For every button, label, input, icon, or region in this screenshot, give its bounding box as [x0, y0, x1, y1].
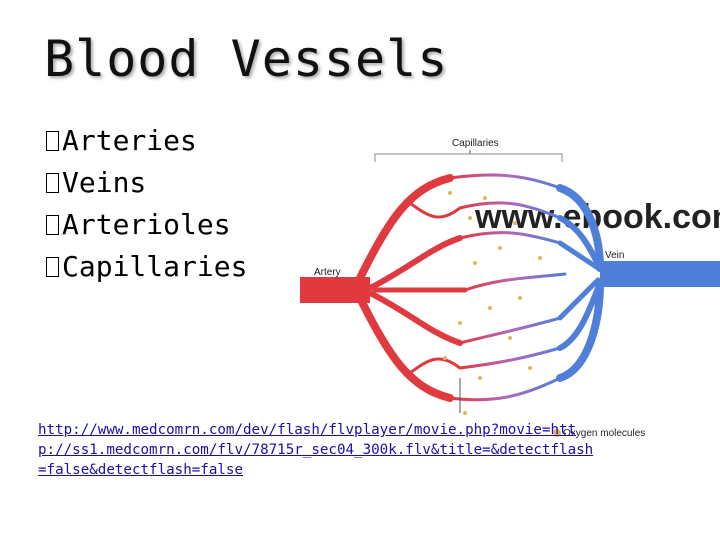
bullet-box-icon [46, 215, 59, 235]
bullet-item: Capillaries [46, 246, 247, 288]
artery-label: Artery [314, 267, 341, 278]
capillaries-label: Capillaries [452, 138, 499, 149]
bullet-label: Veins [62, 166, 147, 199]
bullet-item: Arteries [46, 120, 247, 162]
bullet-item: Arterioles [46, 204, 247, 246]
oxygen-legend-icon [553, 429, 561, 437]
bullet-box-icon [46, 131, 59, 151]
vein-label: Vein [605, 250, 624, 261]
bullet-box-icon [46, 257, 59, 277]
bullet-label: Capillaries [62, 250, 248, 283]
capillaries-bracket [374, 153, 563, 162]
bullet-label: Arteries [62, 124, 197, 157]
bullet-item: Veins [46, 162, 247, 204]
oxygen-label: Oxygen molecules [563, 428, 645, 438]
bullet-label: Arterioles [62, 208, 231, 241]
capillary-network [356, 173, 604, 402]
blood-vessel-diagram: www.ebook.com Capillaries [300, 138, 720, 438]
bullet-box-icon [46, 173, 59, 193]
slide-title: Blood Vessels [44, 30, 449, 88]
bullet-list: Arteries Veins Arterioles Capillaries [46, 120, 247, 288]
movie-link[interactable]: http://www.medcomrn.com/dev/flash/flvpla… [38, 422, 594, 478]
oxygen-molecules [443, 191, 542, 415]
